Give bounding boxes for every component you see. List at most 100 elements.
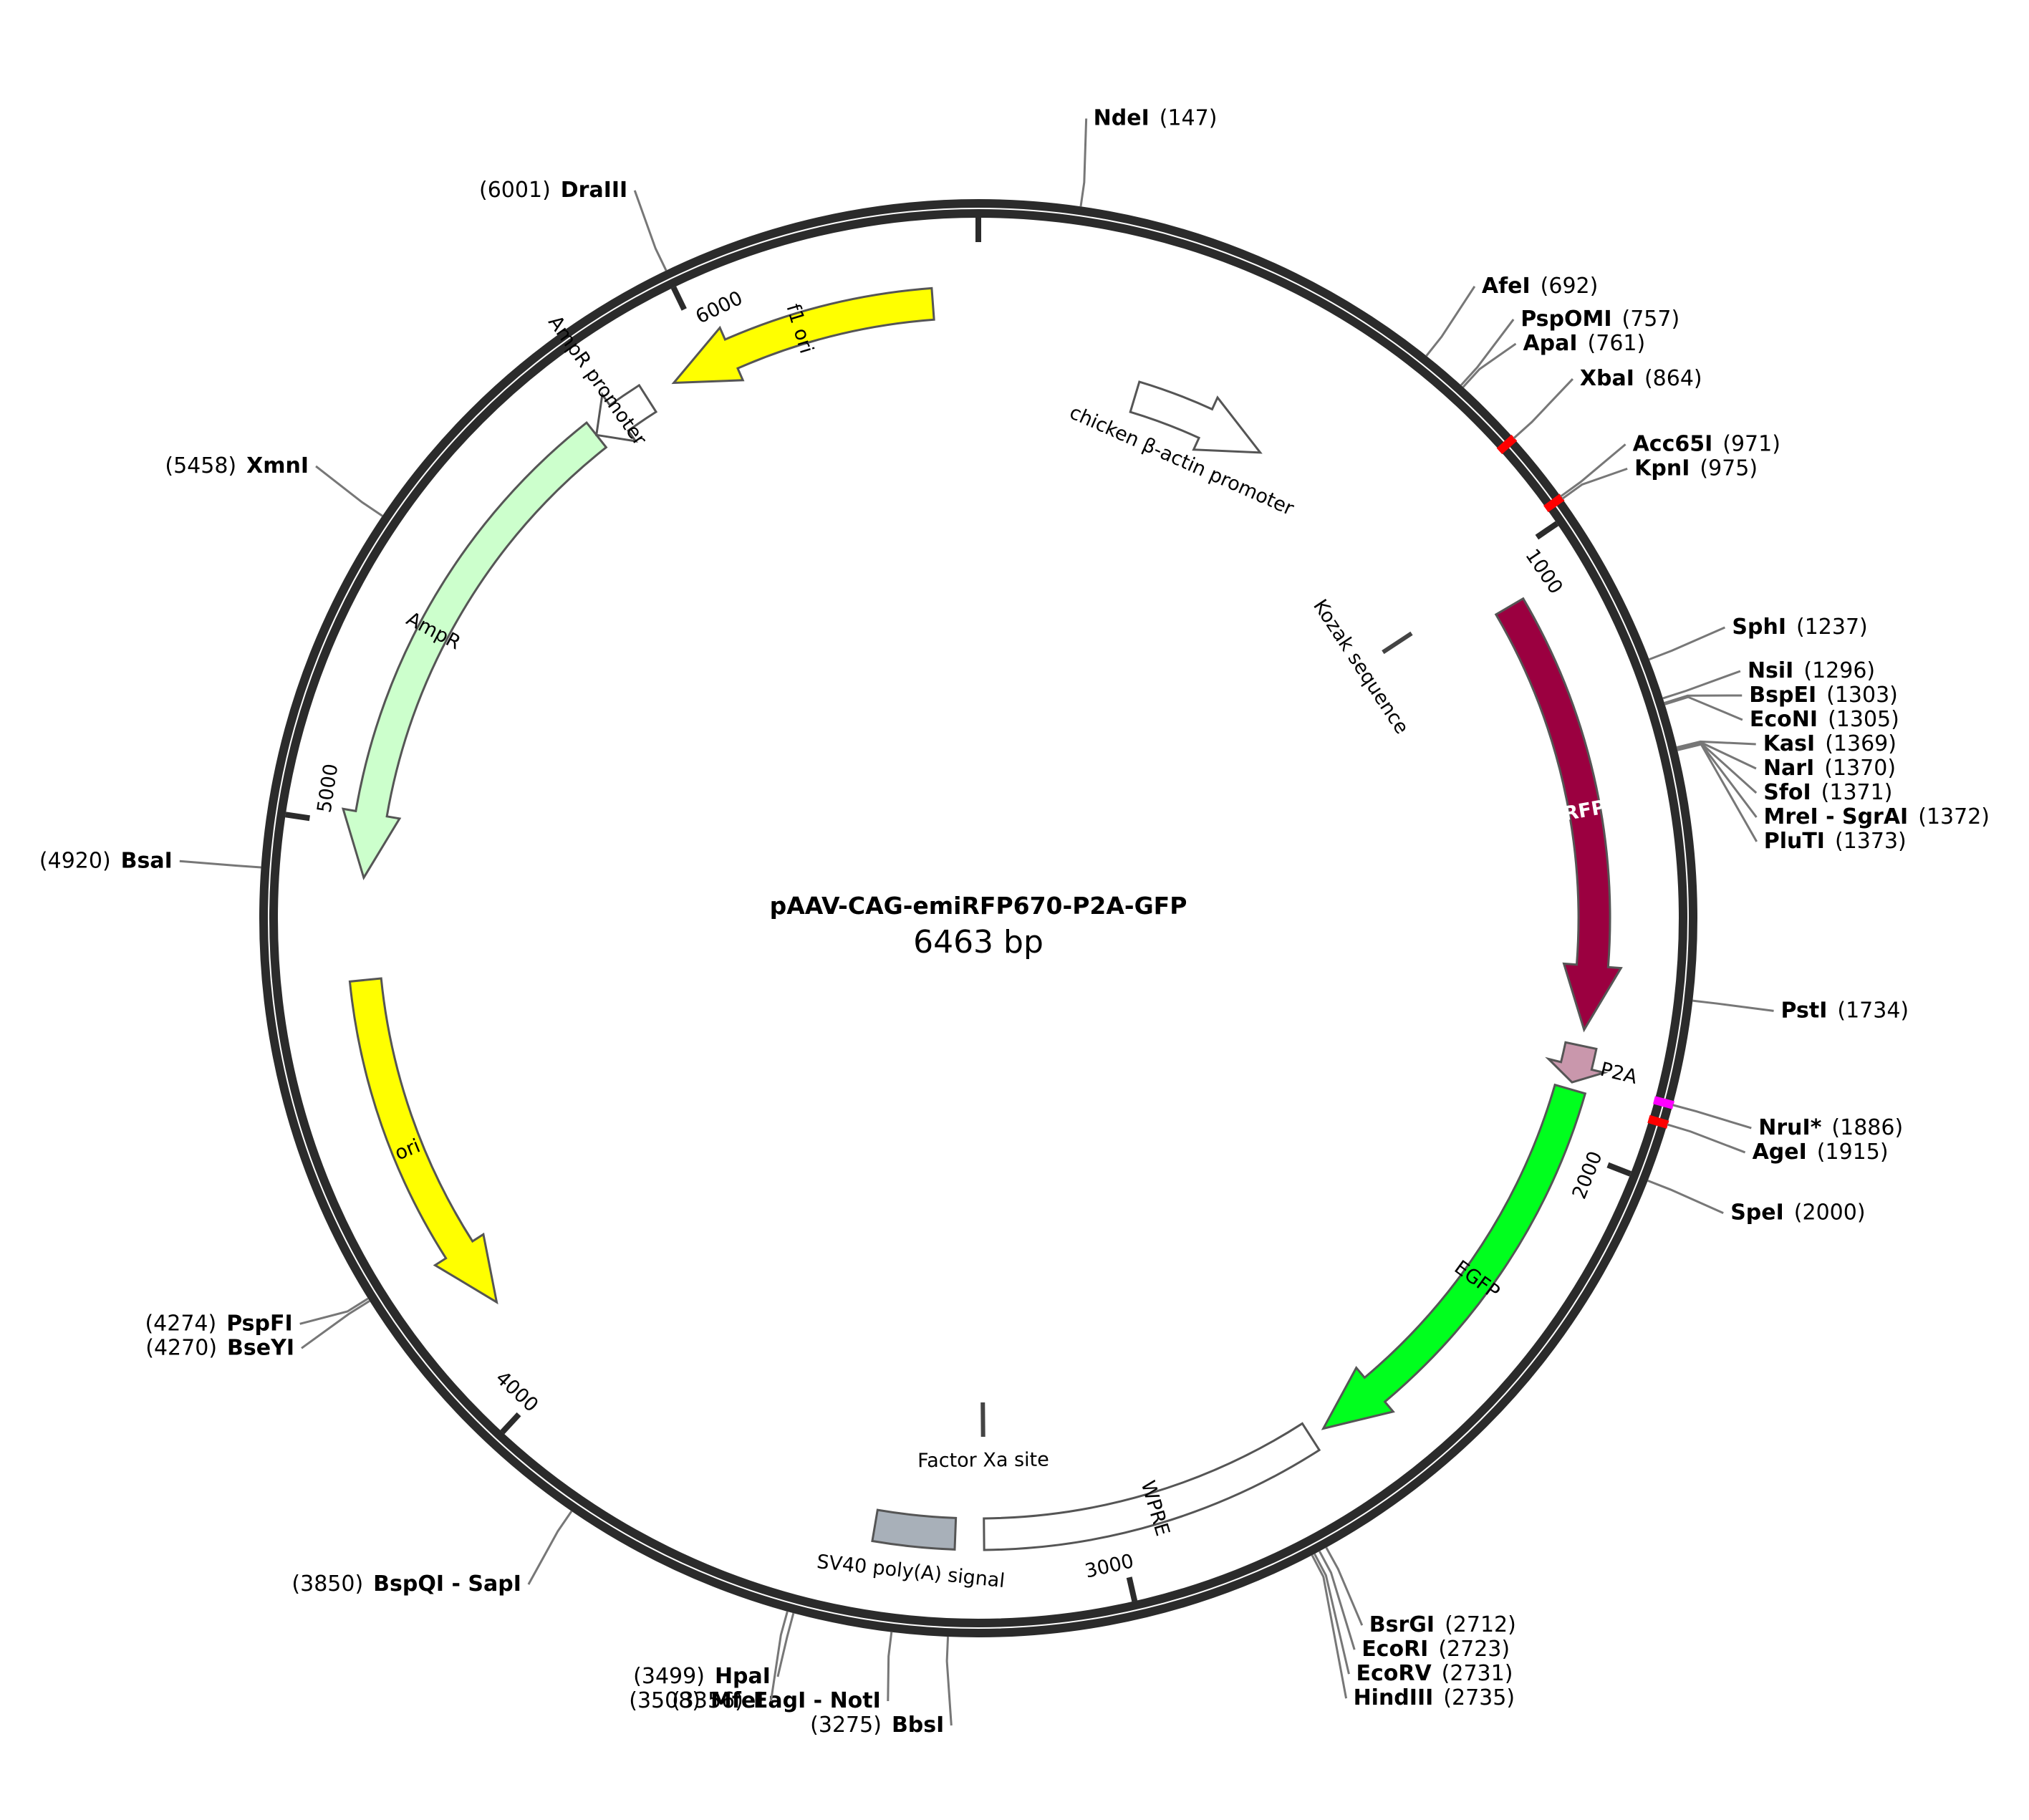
site-agei: AgeI(1915) <box>1667 1123 1889 1164</box>
site-leader-line <box>1677 742 1758 818</box>
site-name: PluTI <box>1764 828 1825 853</box>
site-name: MreI - SgrAI <box>1763 804 1908 829</box>
feature-chicken-actin-promoter: chicken β-actin promoter <box>1066 380 1298 520</box>
tick-mark <box>1535 521 1559 540</box>
site-name: PspFI <box>226 1311 292 1336</box>
site-kpni: KpnI(975) <box>1561 456 1758 500</box>
site-leader-line <box>1667 1123 1746 1154</box>
site-label: (4274)PspFI <box>145 1311 292 1336</box>
site-mfei: (3508)MfeI <box>629 1611 789 1713</box>
tick-mark <box>1606 1162 1632 1177</box>
site-position: (2735) <box>1443 1685 1515 1710</box>
site-label: BsrGI(2712) <box>1369 1612 1516 1637</box>
site-position: (757) <box>1622 306 1680 331</box>
site-label: (3275)BbsI <box>810 1712 944 1737</box>
site-band <box>1543 493 1565 513</box>
feature-emirfp670: emiRFP670 <box>1494 597 1647 1033</box>
site-eagi-noti: (3356)EagI - NotI <box>672 1632 893 1713</box>
site-leader-line <box>1513 378 1574 439</box>
site-label: SpeI(2000) <box>1730 1200 1865 1225</box>
feature-p2a: P2A <box>1545 1041 1640 1089</box>
site-leader-line <box>1664 694 1743 704</box>
site-name: BspEI <box>1749 682 1816 707</box>
site-position: (4920) <box>39 848 111 873</box>
site-leader-line <box>1079 118 1088 207</box>
site-leader-line <box>1649 626 1725 661</box>
site-position: (1372) <box>1918 804 1990 829</box>
site-label: NdeI(147) <box>1094 105 1218 130</box>
site-leader-line <box>1677 743 1758 842</box>
site-position: (864) <box>1644 366 1702 391</box>
site-position: (1370) <box>1824 755 1896 780</box>
plasmid-backbone <box>259 199 1697 1637</box>
site-label: NarI(1370) <box>1763 755 1896 780</box>
site-hindiii: HindIII(2735) <box>1311 1554 1515 1710</box>
site-name: BbsI <box>892 1712 944 1737</box>
site-band <box>1652 1096 1675 1109</box>
site-position: (2000) <box>1794 1200 1866 1225</box>
site-bspqi-sapi: (3850)BspQI - SapI <box>291 1511 573 1597</box>
site-position: (3499) <box>633 1663 705 1688</box>
site-xbai: XbaI (864) <box>1513 366 1702 439</box>
map-title: pAAV-CAG-emiRFP670-P2A-GFP <box>770 892 1187 920</box>
site-name: BspQI - SapI <box>373 1571 521 1597</box>
site-name: Acc65I <box>1633 431 1713 456</box>
site-label: (3499) HpaI <box>633 1663 771 1688</box>
site-bsai: (4920) BsaI <box>39 848 261 873</box>
site-name: BseYI <box>227 1335 294 1360</box>
site-position: (1886) <box>1831 1114 1903 1140</box>
site-label: BspEI(1303) <box>1749 682 1898 707</box>
site-leader-line <box>1319 1551 1356 1650</box>
site-leader-line <box>1425 285 1476 357</box>
site-leader-line <box>945 1637 953 1726</box>
site-band <box>1496 434 1518 455</box>
site-position: (6001) <box>479 177 551 202</box>
site-label: (6001)DraIII <box>479 177 627 202</box>
site-name: BsaI <box>121 848 173 873</box>
backbone-inner-ring <box>269 209 1687 1627</box>
site-name: NruI* <box>1758 1114 1821 1140</box>
site-leader-line <box>1672 1104 1752 1130</box>
site-leader-line <box>1560 443 1626 498</box>
feature-sv40-poly-a-signal: SV40 poly(A) signal <box>816 1508 1006 1592</box>
site-label: (4920) BsaI <box>39 848 173 873</box>
restriction-sites: NdeI(147)AfeI(692)PspOMI(757)ApaI(761)Xb… <box>39 105 1990 1737</box>
site-name: PstI <box>1781 998 1828 1023</box>
site-label: HindIII(2735) <box>1354 1685 1515 1710</box>
tick-mark <box>500 1412 521 1435</box>
site-leader-line <box>633 190 668 271</box>
site-name: HpaI <box>715 1663 771 1688</box>
feature-label: SV40 poly(A) signal <box>816 1551 1006 1592</box>
tick-label: 6000 <box>693 287 746 329</box>
site-acc65i: Acc65I(971) <box>1560 431 1780 498</box>
site-hpai: (3499) HpaI <box>633 1612 795 1688</box>
tick-label: 2000 <box>1568 1148 1607 1202</box>
site-name: EcoRI <box>1361 1637 1428 1662</box>
site-name: EagI - NotI <box>753 1687 881 1713</box>
tick-mark <box>1126 1576 1138 1602</box>
site-label: EcoRI (2723) <box>1361 1637 1510 1662</box>
site-label: (3356)EagI - NotI <box>672 1687 881 1713</box>
site-pspfi: (4274)PspFI <box>145 1297 369 1336</box>
site-label: (4270) BseYI <box>145 1335 294 1360</box>
site-position: (1734) <box>1837 998 1909 1023</box>
site-label: KpnI(975) <box>1634 456 1758 481</box>
backbone-outer-ring <box>259 199 1697 1637</box>
site-position: (4270) <box>145 1335 217 1360</box>
site-leader-line <box>299 1297 369 1325</box>
site-xmni: (5458)XmnI <box>165 453 383 517</box>
site-label: SfoI(1371) <box>1763 779 1892 804</box>
site-name: AgeI <box>1753 1139 1807 1164</box>
site-label: Acc65I(971) <box>1633 431 1780 456</box>
site-label: AgeI(1915) <box>1753 1139 1889 1164</box>
site-leader-line <box>1314 1553 1350 1675</box>
site-position: (975) <box>1700 456 1758 481</box>
site-position: (2723) <box>1438 1637 1510 1662</box>
site-name: MfeI <box>710 1687 763 1713</box>
site-name: PspOMI <box>1520 306 1611 331</box>
feature-ampr-promoter: AmpR promoter <box>544 312 658 451</box>
site-leader-line <box>1647 1179 1724 1215</box>
site-label: (3850)BspQI - SapI <box>291 1571 521 1597</box>
site-name: XbaI <box>1580 366 1634 391</box>
